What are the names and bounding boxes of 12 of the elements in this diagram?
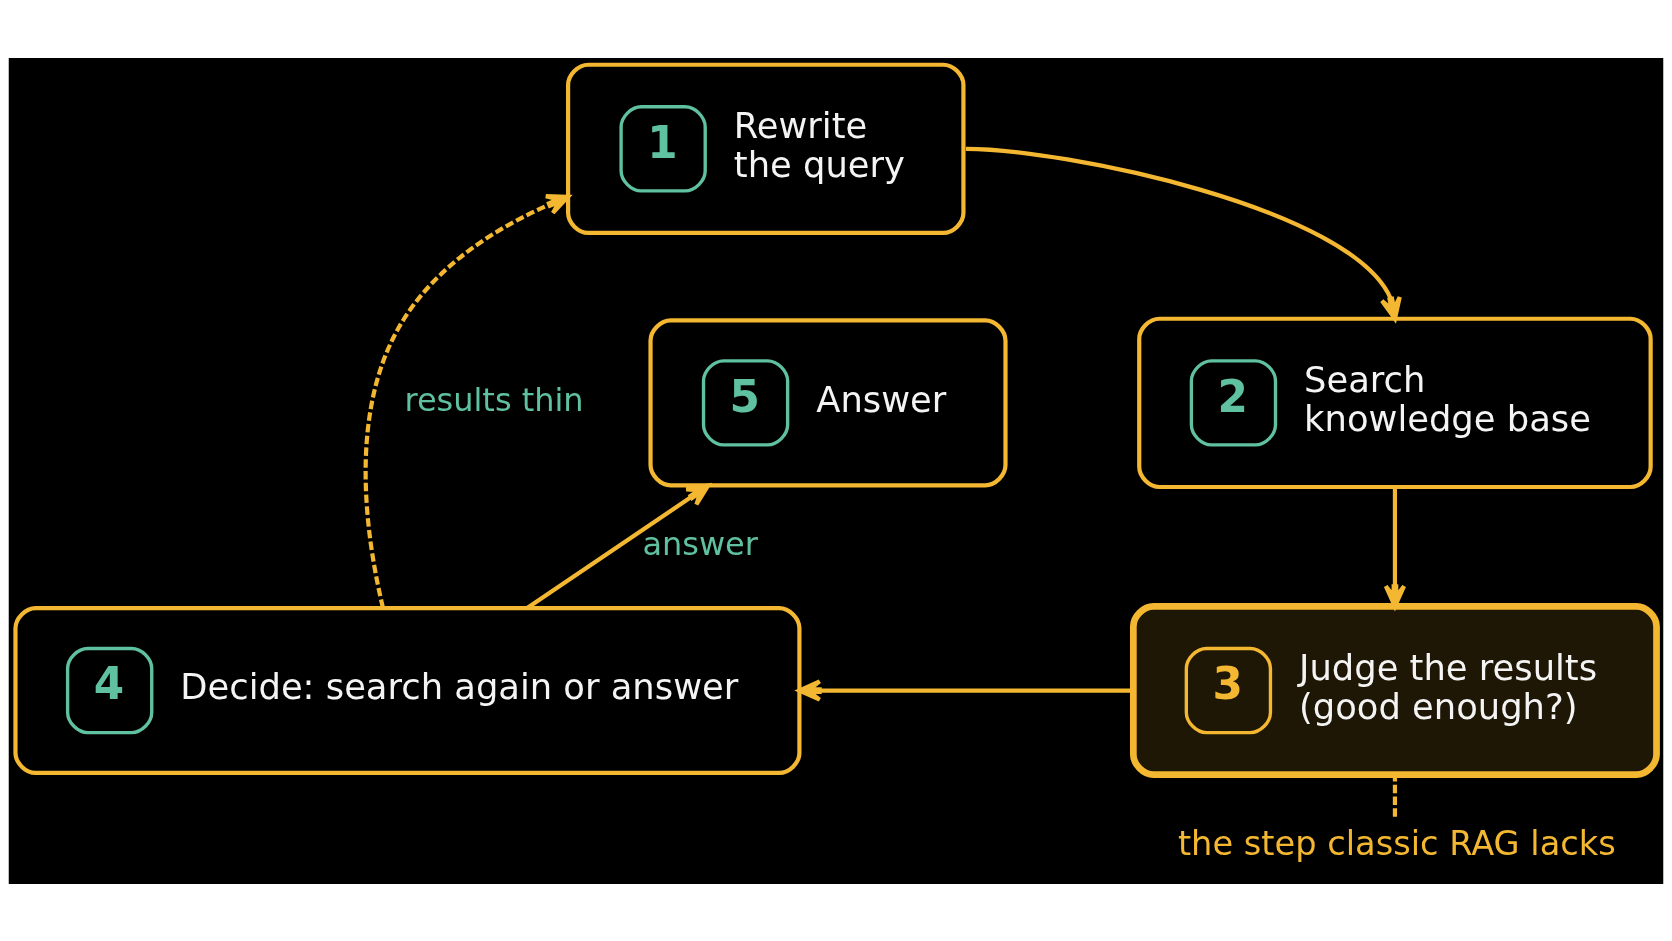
node-text: the step classic RAG lacks [1177, 823, 1616, 863]
edge-label: results thin [404, 380, 584, 419]
edge-label: answer [642, 524, 758, 563]
node-box: 1 Rewrite the query [566, 62, 966, 235]
node-box: 4 Decide: search again or answer [13, 605, 802, 775]
arrow [526, 483, 711, 609]
node-box: 2 Search knowledge base [1137, 316, 1653, 489]
arrow [1383, 486, 1407, 609]
arrow [965, 146, 1402, 321]
arrow [363, 193, 571, 608]
node-box: 5 Answer [648, 317, 1008, 487]
node-box: 3 Judge the results (good enough?) [1129, 602, 1660, 778]
